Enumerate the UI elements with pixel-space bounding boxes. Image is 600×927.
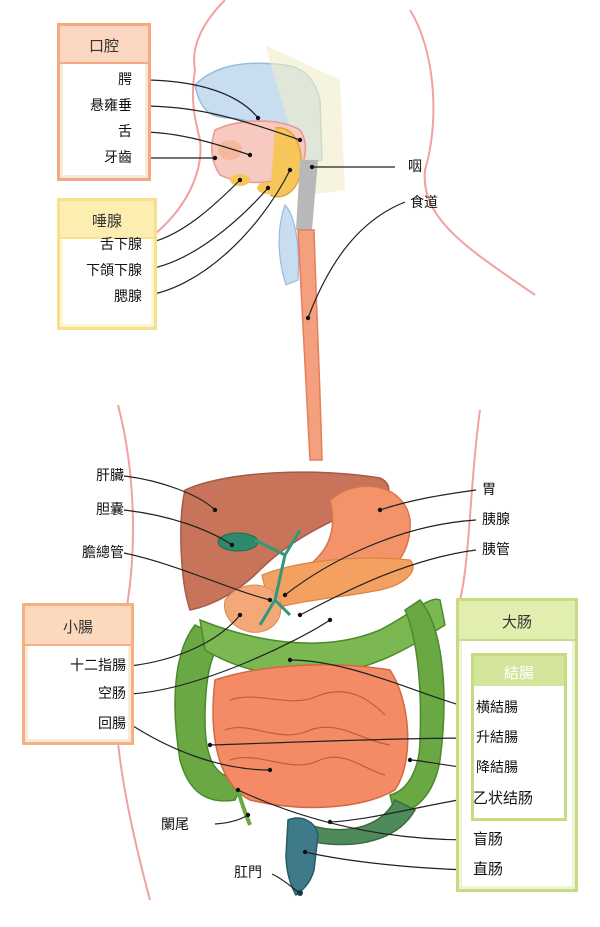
pharynx-shape	[296, 160, 318, 230]
label-stomach: 胃	[482, 482, 496, 498]
small-intestine-folds	[224, 691, 391, 776]
large-intestine-group-title: 大肠	[501, 613, 532, 631]
label-submandibular-gland: 下頜下腺	[86, 263, 142, 279]
label-bile-duct: 膽總管	[82, 545, 124, 561]
label-pancreas: 胰腺	[482, 512, 510, 528]
larynx	[278, 203, 300, 286]
label-jejunum: 空肠	[98, 686, 126, 702]
label-pharynx: 咽	[408, 159, 422, 175]
label-ileum: 回腸	[98, 716, 126, 732]
duodenum-shape	[223, 584, 282, 633]
label-esophagus: 食道	[410, 195, 438, 211]
mouth-group-box: 口腔	[57, 23, 151, 181]
small-intestine-group-title: 小腸	[62, 618, 93, 636]
label-liver: 肝臟	[96, 468, 124, 484]
label-descending-colon: 降結腸	[476, 760, 518, 776]
label-pancreatic-duct: 胰管	[482, 542, 510, 558]
label-gallbladder: 胆囊	[96, 502, 124, 518]
bile-duct-shape	[254, 529, 302, 626]
rectum-shape	[285, 817, 319, 897]
colon-subgroup-box: 結腸	[471, 653, 567, 821]
label-parotid-gland: 腮腺	[114, 289, 142, 305]
leader-lines	[123, 79, 477, 894]
gallbladder-shape	[217, 532, 259, 552]
label-transverse-colon: 横結腸	[476, 700, 518, 716]
large-intestine-group-box: 大肠 結腸	[456, 598, 578, 892]
colon-subgroup-title: 結腸	[503, 664, 534, 682]
mouth-group-title: 口腔	[88, 37, 119, 55]
salivary-group-box: 唾腺	[57, 198, 157, 330]
teeth	[218, 140, 242, 160]
label-ascending-colon: 升結腸	[476, 730, 518, 746]
small-intestine-group-box: 小腸	[22, 603, 134, 745]
label-uvula: 悬雍垂	[90, 98, 132, 114]
skull-shading	[265, 45, 345, 195]
small-intestine-shape	[212, 664, 409, 809]
salivary-group-title: 唾腺	[91, 212, 122, 230]
esophagus-shape	[297, 229, 323, 461]
label-anus: 肛門	[234, 865, 262, 881]
label-rectum: 直肠	[473, 860, 504, 878]
pancreas-shape	[261, 557, 414, 611]
label-palate: 腭	[118, 72, 132, 88]
label-sublingual-gland: 舌下腺	[100, 237, 142, 253]
label-sigmoid-colon: 乙状结肠	[473, 789, 534, 807]
label-appendix: 闌尾	[161, 817, 189, 833]
ascending-colon-shape	[174, 624, 247, 802]
label-teeth: 牙齒	[104, 150, 132, 166]
label-duodenum: 十二指腸	[70, 658, 126, 674]
leader-dots	[207, 115, 413, 855]
appendix-shape	[236, 789, 252, 826]
label-tongue: 舌	[118, 124, 132, 140]
label-cecum: 盲肠	[473, 830, 504, 848]
